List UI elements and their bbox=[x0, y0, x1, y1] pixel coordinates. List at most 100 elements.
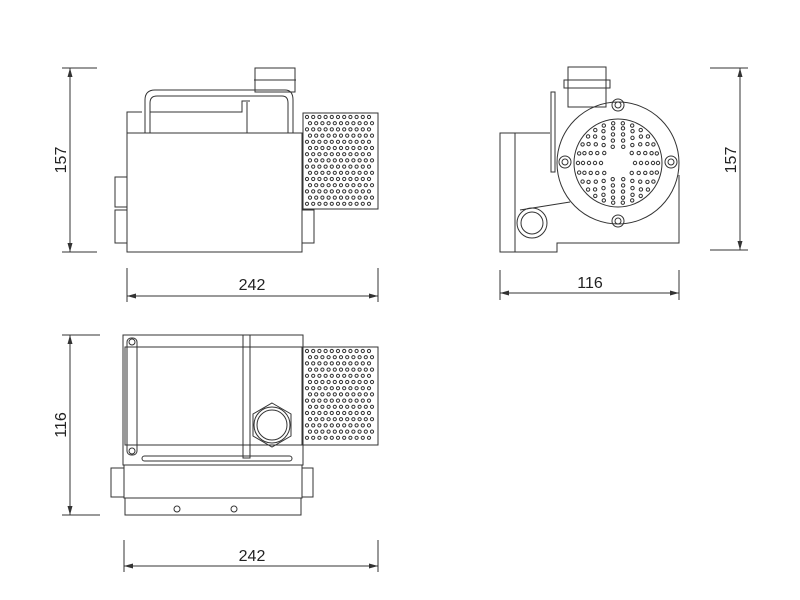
screen-hole bbox=[643, 150, 648, 156]
screen-hole bbox=[638, 187, 644, 192]
screen-hole bbox=[351, 145, 356, 151]
screen-hole bbox=[357, 170, 362, 175]
screen-hole bbox=[654, 170, 660, 175]
screen-hole bbox=[311, 139, 316, 144]
screen-hole bbox=[592, 160, 598, 166]
screen-hole bbox=[345, 404, 350, 409]
screen-hole bbox=[320, 158, 325, 163]
screen-hole bbox=[317, 139, 322, 144]
screen-hole bbox=[335, 201, 341, 206]
arrowhead bbox=[67, 243, 73, 252]
screen-hole bbox=[317, 410, 322, 416]
screen-hole bbox=[329, 398, 334, 403]
screen-hole bbox=[601, 192, 606, 198]
screen-hole bbox=[649, 170, 654, 176]
screen-hole bbox=[369, 379, 375, 385]
screen-hole bbox=[311, 423, 316, 428]
screen-hole bbox=[317, 361, 322, 366]
screen-hole bbox=[329, 386, 334, 391]
screen-hole bbox=[338, 355, 344, 360]
screen-hole bbox=[601, 123, 607, 128]
arrowhead bbox=[67, 335, 73, 344]
screen-hole bbox=[366, 348, 372, 354]
screen-hole bbox=[345, 170, 350, 175]
screen-hole bbox=[307, 170, 313, 175]
screen-hole bbox=[366, 423, 372, 428]
screen-hole bbox=[610, 183, 616, 188]
screen-hole bbox=[366, 410, 372, 416]
screen-hole bbox=[342, 361, 347, 366]
screen-hole bbox=[354, 410, 359, 416]
screen-hole bbox=[307, 158, 313, 163]
screen-hole bbox=[320, 183, 325, 188]
screen-hole bbox=[342, 373, 347, 378]
screen-hole bbox=[610, 121, 616, 126]
screen-hole bbox=[351, 170, 356, 175]
screen-hole bbox=[317, 201, 322, 206]
side-tab bbox=[110, 467, 125, 498]
screen-hole bbox=[304, 114, 310, 120]
screen-hole bbox=[342, 189, 347, 194]
screen-hole bbox=[576, 170, 582, 175]
lug bbox=[611, 98, 625, 112]
screen-hole bbox=[348, 348, 353, 354]
screen-hole bbox=[363, 404, 368, 409]
screen-hole bbox=[351, 379, 356, 385]
screen-hole bbox=[345, 195, 350, 200]
screen-hole bbox=[317, 423, 322, 428]
screen-hole bbox=[348, 114, 353, 120]
inlet-inner bbox=[520, 211, 544, 235]
screen-hole bbox=[348, 386, 353, 391]
side-view bbox=[114, 67, 379, 253]
screen-hole bbox=[335, 139, 341, 144]
screen-hole bbox=[654, 151, 660, 156]
screen-holes bbox=[304, 348, 375, 440]
screen-hole bbox=[366, 373, 372, 378]
screw bbox=[128, 447, 136, 455]
screen-hole bbox=[620, 183, 626, 188]
screen-hole bbox=[311, 127, 316, 132]
center-bar bbox=[242, 334, 251, 459]
screen-hole bbox=[342, 164, 347, 169]
dim-front-height: 157 bbox=[723, 147, 740, 174]
pipe-ring bbox=[563, 79, 611, 89]
screen-hole bbox=[304, 176, 310, 182]
arrowhead bbox=[737, 241, 743, 250]
screen-hole bbox=[329, 361, 334, 366]
screen-hole bbox=[360, 201, 365, 206]
screen-hole bbox=[595, 170, 600, 176]
screen-hole bbox=[311, 176, 316, 182]
screen-hole bbox=[366, 152, 372, 157]
screen-hole bbox=[630, 178, 635, 184]
lug-hole bbox=[561, 158, 569, 166]
screen-hole bbox=[314, 121, 319, 126]
screen-hole bbox=[332, 429, 337, 434]
screen-hole bbox=[360, 386, 365, 391]
screen-hole bbox=[602, 150, 607, 156]
screen-hole bbox=[335, 176, 341, 182]
screen-hole bbox=[369, 183, 375, 188]
screen-hole bbox=[326, 379, 331, 385]
screen-hole bbox=[592, 187, 598, 192]
screen-hole bbox=[338, 145, 344, 151]
screen-hole bbox=[645, 141, 650, 147]
screen-hole bbox=[357, 417, 362, 422]
screen-hole bbox=[348, 176, 353, 182]
screen-hole bbox=[329, 176, 334, 182]
screen-hole bbox=[317, 152, 322, 157]
screen-hole bbox=[601, 185, 606, 191]
screen-hole bbox=[598, 160, 604, 166]
screen-hole bbox=[338, 195, 344, 200]
screen-hole bbox=[351, 392, 356, 397]
screen-hole bbox=[311, 373, 316, 378]
screen-hole bbox=[369, 195, 375, 200]
screen-hole bbox=[335, 164, 341, 169]
screen-hole bbox=[317, 127, 322, 132]
screen-hole bbox=[314, 183, 319, 188]
screen-hole bbox=[351, 158, 356, 163]
screen-hole bbox=[354, 189, 359, 194]
screen-hole bbox=[620, 121, 626, 126]
screen-hole bbox=[593, 193, 598, 199]
screen-hole bbox=[351, 429, 356, 434]
screen-hole bbox=[620, 126, 626, 131]
